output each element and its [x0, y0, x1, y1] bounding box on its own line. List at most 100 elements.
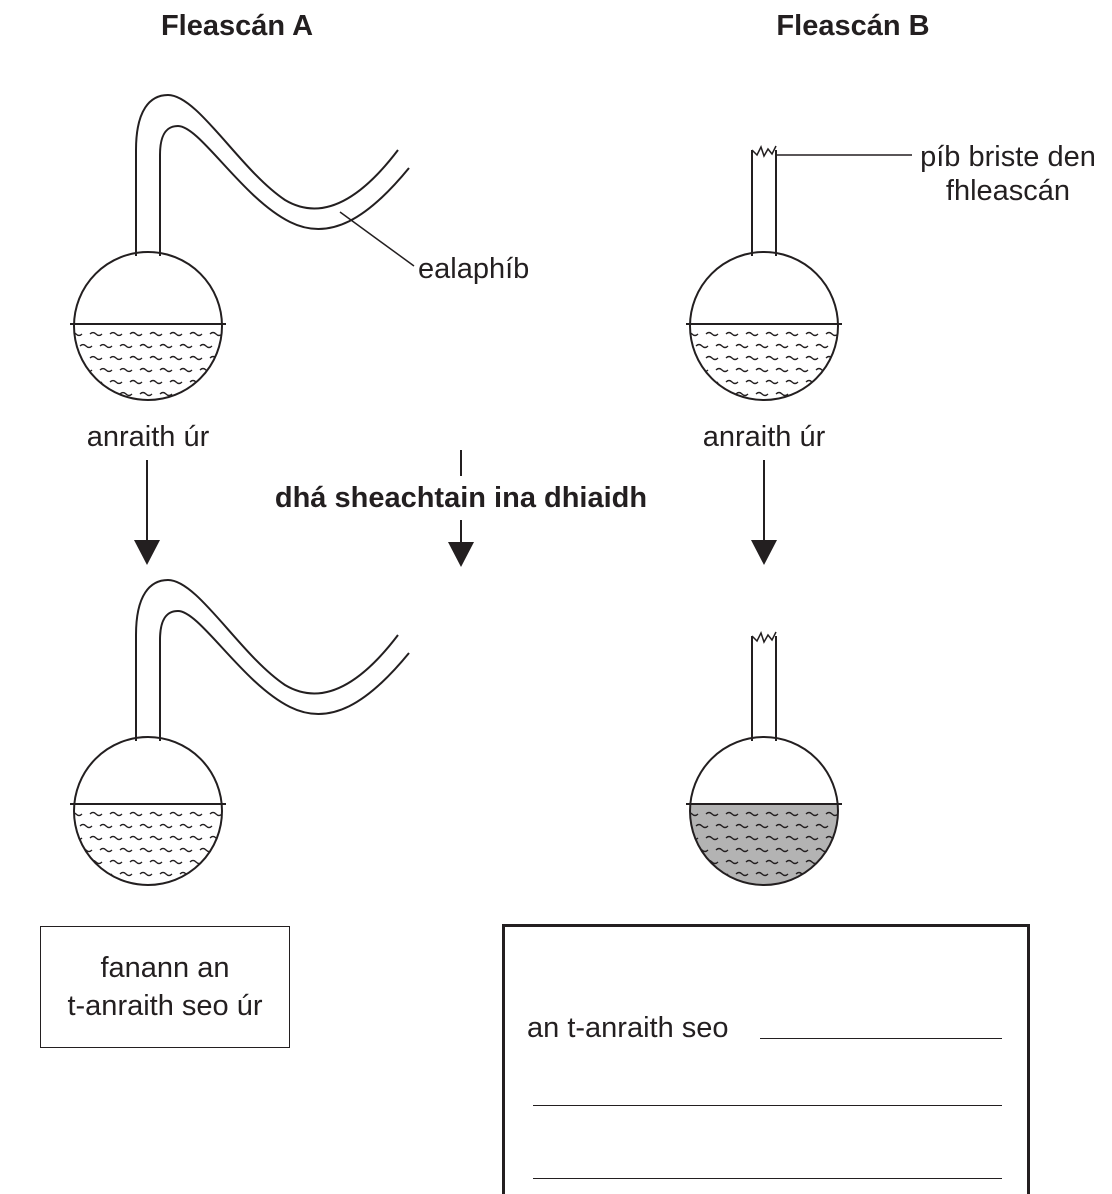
liquid-wave: [705, 811, 719, 817]
liquid-wave: [89, 355, 103, 361]
liquid-wave: [825, 331, 838, 337]
liquid-wave: [695, 823, 709, 829]
liquid-wave: [189, 355, 203, 361]
result-a-line1: fanann an: [100, 952, 230, 984]
answer-line-2[interactable]: [533, 1105, 1002, 1106]
liquid-wave: [725, 379, 739, 385]
liquid-wave: [149, 379, 163, 385]
liquid-wave: [745, 835, 759, 841]
liquid-wave: [159, 343, 173, 349]
liquid-wave: [179, 343, 193, 349]
liquid-wave: [89, 331, 103, 337]
liquid-wave: [209, 811, 222, 817]
liquid-wave: [139, 343, 153, 349]
liquid-wave: [79, 367, 93, 373]
liquid-wave: [690, 331, 699, 337]
liquid-wave: [149, 835, 163, 841]
liquid-wave: [715, 847, 729, 853]
liquid-wave: [189, 835, 203, 841]
liquid-wave: [129, 835, 143, 841]
liquid-wave: [715, 391, 729, 397]
liquid-wave: [725, 355, 739, 361]
liquid-wave: [835, 367, 838, 373]
liquid-wave: [745, 355, 759, 361]
liquid-wave: [825, 811, 838, 817]
liquid-wave: [79, 871, 93, 877]
liquid-wave: [705, 835, 719, 841]
liquid-wave: [775, 871, 789, 877]
liquid-wave: [159, 871, 173, 877]
liquid-wave: [705, 331, 719, 337]
liquid-wave: [219, 847, 222, 853]
liquid-wave: [199, 871, 213, 877]
liquid-wave: [755, 367, 769, 373]
liquid-wave: [695, 367, 709, 373]
broken-neck-label-line1: píb briste den: [920, 141, 1096, 173]
answer-line-3[interactable]: [533, 1178, 1002, 1179]
flask-b-bulb: [689, 251, 839, 401]
broken-edge: [751, 145, 777, 158]
swan-neck-outer: [135, 93, 399, 256]
liquid-wave: [219, 823, 222, 829]
liquid-wave: [795, 847, 809, 853]
liquid-wave: [695, 391, 709, 397]
liquid-wave: [835, 823, 838, 829]
flask-a-title: Fleascán A: [161, 10, 313, 42]
liquid-wave: [765, 379, 779, 385]
liquid-wave: [109, 355, 123, 361]
liquid-wave: [99, 847, 113, 853]
liquid-wave: [189, 859, 203, 865]
liquid-wave: [74, 859, 83, 865]
liquid-wave: [129, 859, 143, 865]
liquid-wave: [119, 823, 133, 829]
liquid-wave: [755, 847, 769, 853]
liquid-wave: [139, 847, 153, 853]
liquid-wave: [745, 331, 759, 337]
liquid-wave: [735, 343, 749, 349]
answer-line-1[interactable]: [760, 1038, 1002, 1039]
liquid-wave: [159, 823, 173, 829]
liquid-wave: [119, 871, 133, 877]
liquid-wave: [835, 871, 838, 877]
liquid-wave: [815, 391, 829, 397]
result-a-box: fanann an t-anraith seo úr: [40, 926, 290, 1048]
liquid-wave: [199, 343, 213, 349]
liquid-wave: [179, 367, 193, 373]
liquid-wave: [825, 859, 838, 865]
liquid-wave: [735, 367, 749, 373]
liquid-wave: [219, 871, 222, 877]
liquid-wave: [775, 391, 789, 397]
flask-a-bulb-after: [73, 736, 223, 886]
liquid-wave: [695, 343, 709, 349]
liquid-wave: [179, 847, 193, 853]
liquid-wave: [785, 331, 799, 337]
liquid-wave: [775, 367, 789, 373]
liquid-wave: [835, 847, 838, 853]
liquid-wave: [209, 859, 222, 865]
liquid-wave: [785, 355, 799, 361]
flask-b-top: píb briste den fhleascán anraith úr: [686, 141, 1096, 453]
liquid-wave: [775, 823, 789, 829]
liquid-wave: [74, 811, 83, 817]
arrow-a: [134, 460, 160, 565]
liquid-wave: [755, 391, 769, 397]
liquid-wave: [795, 367, 809, 373]
liquid-wave: [169, 835, 183, 841]
liquid-wave: [129, 331, 143, 337]
liquid-wave: [765, 859, 779, 865]
liquid-wave: [109, 379, 123, 385]
liquid-wave: [109, 835, 123, 841]
liquid-wave: [735, 871, 749, 877]
liquid-wave: [715, 367, 729, 373]
result-b-prompt: an t-anraith seo: [527, 1012, 729, 1044]
liquid-wave: [765, 355, 779, 361]
flask-a-contents-label: anraith úr: [87, 421, 210, 453]
liquid-wave: [209, 331, 222, 337]
liquid-wave: [715, 823, 729, 829]
result-a-line2: t-anraith seo úr: [67, 990, 263, 1022]
liquid-wave: [139, 871, 153, 877]
liquid-wave: [805, 355, 819, 361]
flask-b-contents-label: anraith úr: [703, 421, 826, 453]
liquid-wave: [785, 835, 799, 841]
liquid-wave: [169, 811, 183, 817]
